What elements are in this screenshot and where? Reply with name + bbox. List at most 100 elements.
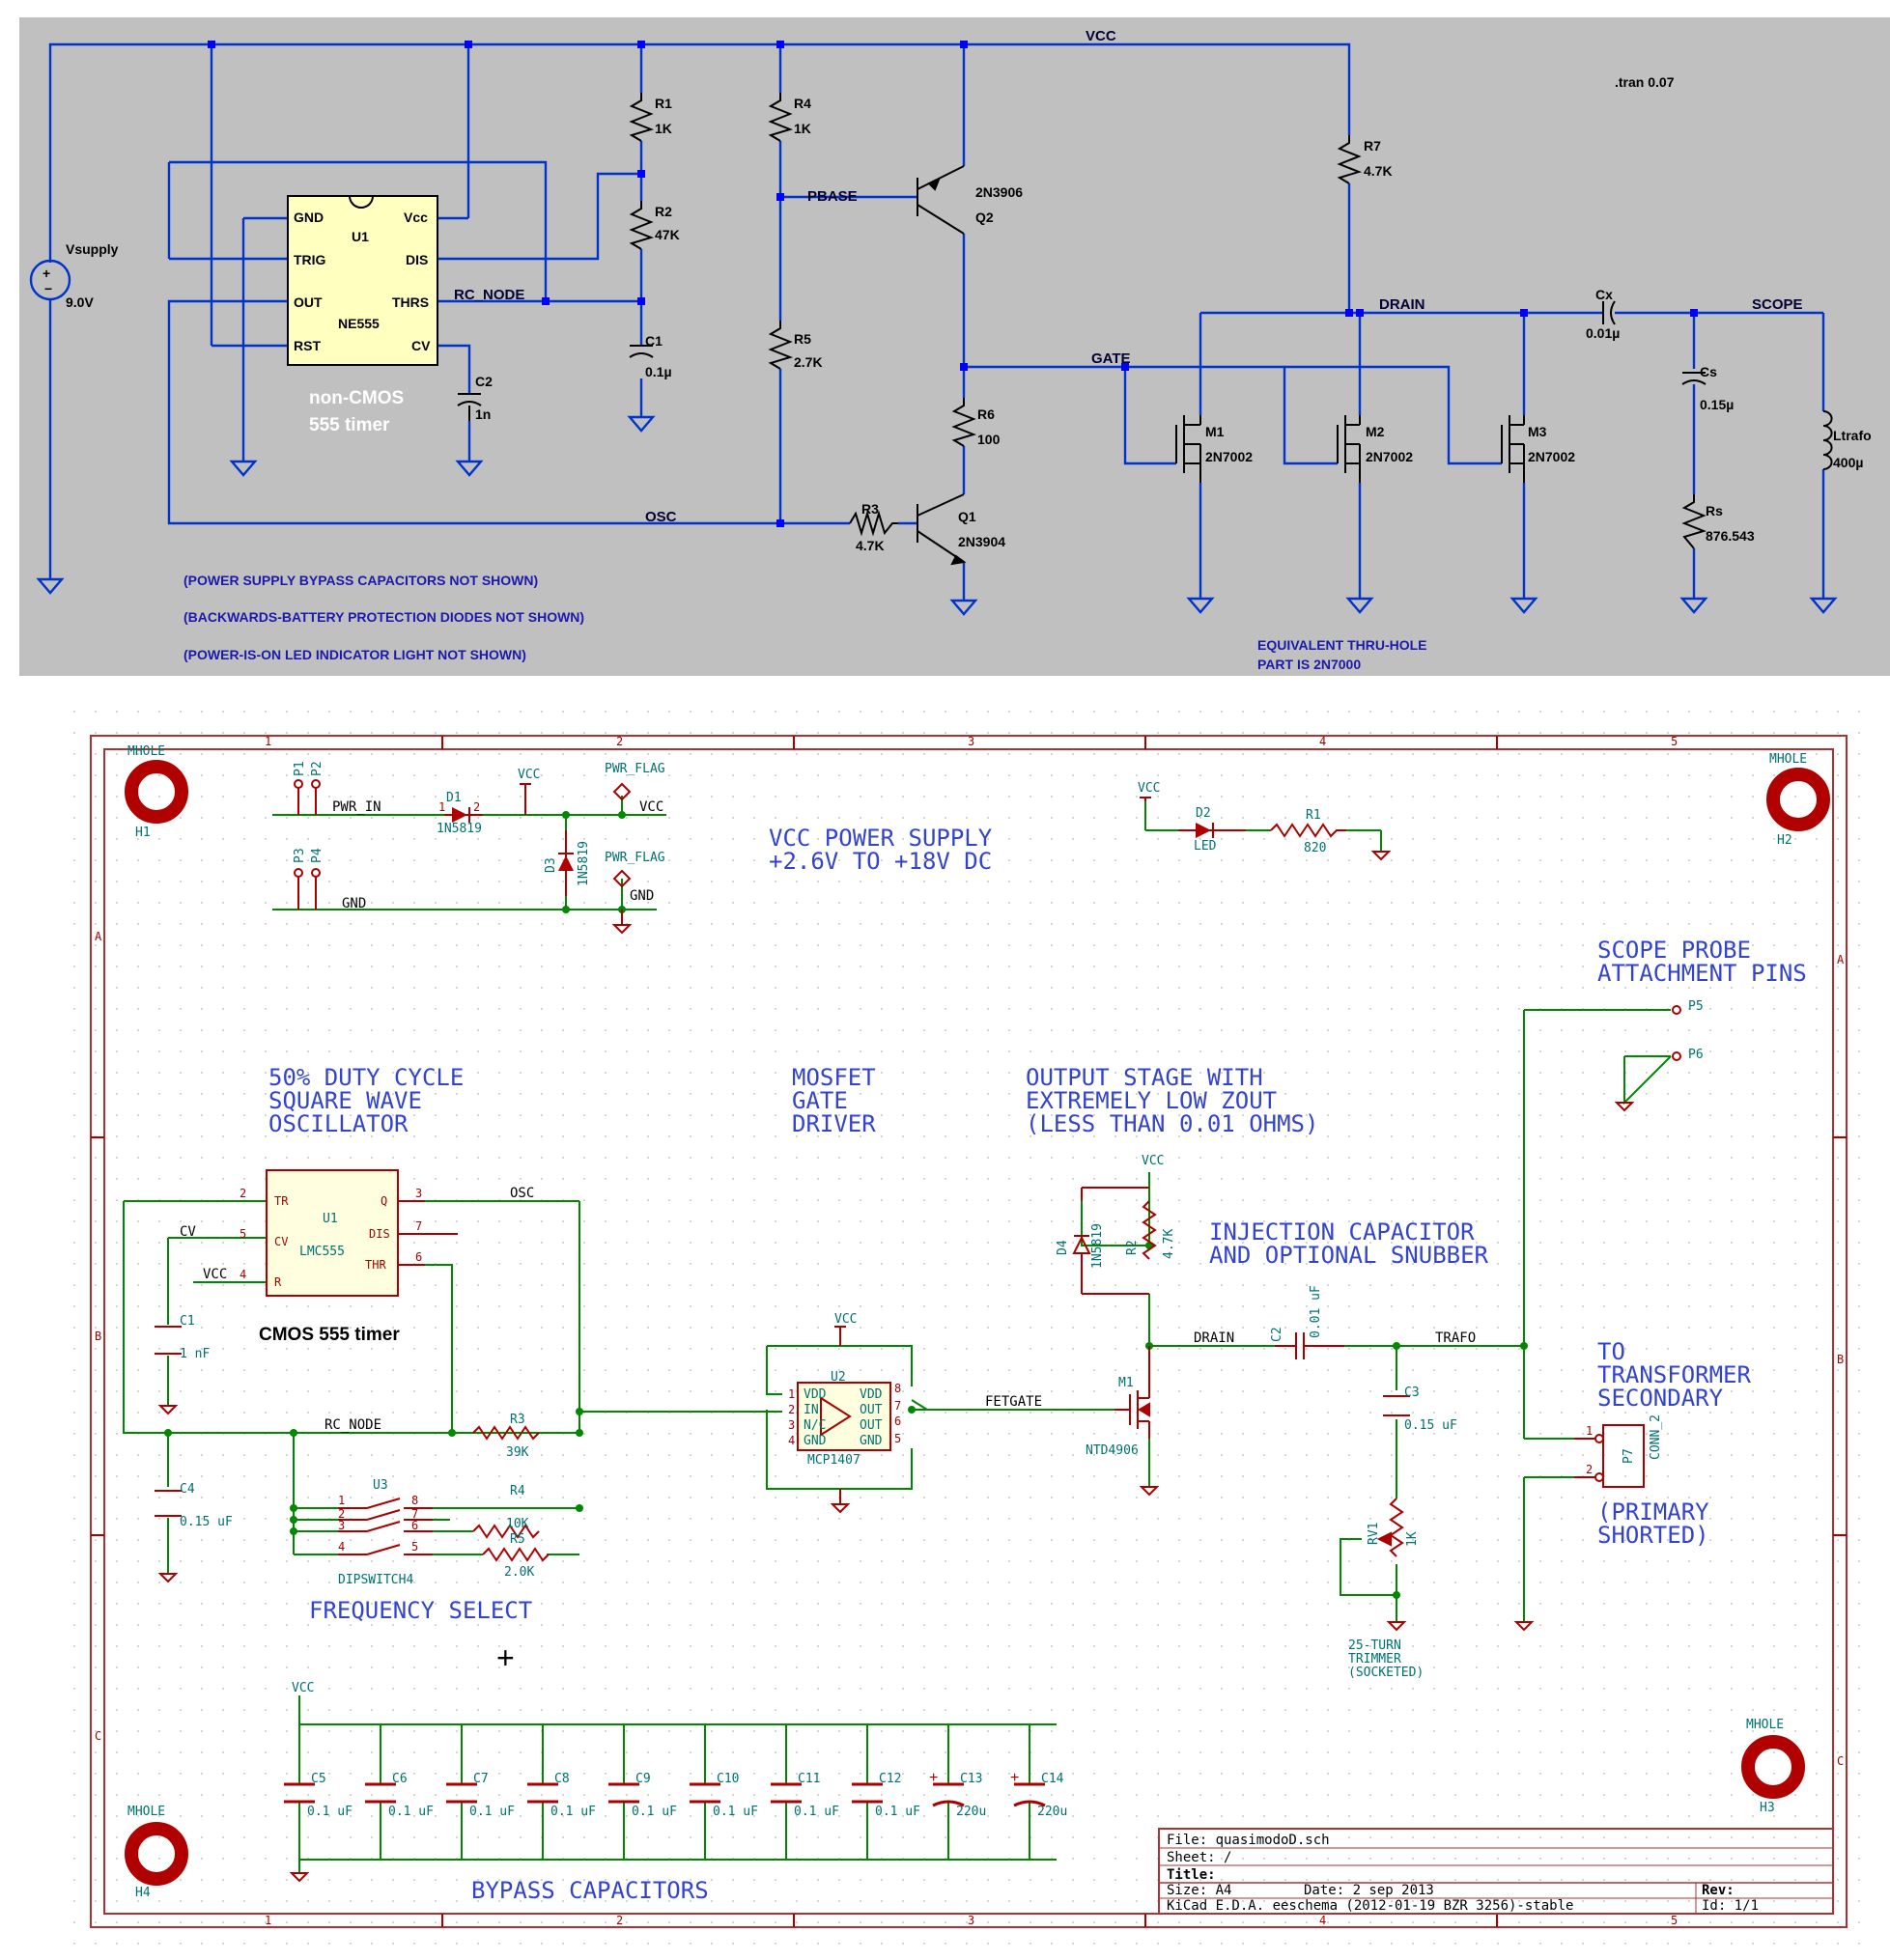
dip-pin-6: 6 [411, 1519, 418, 1532]
net-gnd-out: GND [630, 888, 654, 904]
r1-led-ref: R1 [1306, 808, 1321, 823]
p7-connector [1513, 1424, 1645, 1632]
gnd-symbols [611, 910, 633, 935]
net-drain-kicad: DRAIN [1194, 1330, 1234, 1346]
r5-val: 2.7K [794, 354, 823, 370]
ne555-ref: U1 [352, 229, 369, 244]
d1-ref: D1 [446, 791, 462, 805]
r3-val: 4.7K [856, 538, 885, 553]
u2-vcc-label: VCC [834, 1312, 857, 1327]
c1-kicad-ref: C1 [180, 1314, 195, 1329]
u2-pin-l1: VDD [804, 1387, 827, 1402]
rv1-ref: RV1 [1367, 1523, 1381, 1545]
snubber-vcc-label: VCC [1142, 1154, 1164, 1168]
bypass-cap-value: 0.1 uF [794, 1805, 839, 1819]
c1-val: 0.1µ [645, 364, 672, 379]
ne555-pin-thrs: THRS [392, 294, 429, 310]
driver-title-2: GATE [792, 1087, 848, 1114]
bypass-cap-ref: C8 [554, 1772, 570, 1786]
snubber [1072, 1187, 1157, 1295]
bypass-ground-symbol [289, 1872, 310, 1883]
mcp1407-chip [797, 1382, 891, 1451]
net-drain: DRAIN [1379, 296, 1425, 313]
cmos-caption: CMOS 555 timer [259, 1325, 400, 1345]
ne555-pin-dis: DIS [406, 252, 428, 267]
frame-col-4b: 4 [1319, 1914, 1326, 1927]
ltrafo-val: 400µ [1833, 455, 1863, 470]
rs-val: 876.543 [1706, 528, 1755, 544]
frame-row-c: C [95, 1729, 101, 1743]
frame-row-b: B [95, 1330, 101, 1343]
mhole-label-1: MHOLE [127, 744, 165, 759]
kicad-frame-outer [90, 735, 1848, 1928]
bypass-vcc-label: VCC [292, 1681, 314, 1695]
m1-part: 2N7002 [1205, 449, 1253, 464]
frame-col-2b: 2 [616, 1914, 623, 1927]
r6-ref: R6 [977, 406, 995, 422]
title-sheet: Sheet: / [1167, 1850, 1231, 1865]
dip-pin-1: 1 [338, 1494, 345, 1507]
c2-val: 1n [475, 406, 491, 422]
u2-pinnum-3: 3 [788, 1418, 795, 1432]
r4-kicad-val: 10K [506, 1517, 529, 1531]
cs-val: 0.15µ [1700, 397, 1734, 412]
frame-col-5b: 5 [1671, 1914, 1678, 1927]
svg-text:+: + [42, 266, 50, 281]
d1-diode [444, 807, 483, 823]
lmc555-pinnum-2: 2 [240, 1187, 246, 1200]
lmc555-ref: U1 [323, 1212, 338, 1226]
p6-label: P6 [1688, 1048, 1704, 1062]
u2-pinnum-7: 7 [894, 1399, 901, 1413]
r4-ref: R4 [794, 96, 811, 111]
net-vcc: VCC [1086, 28, 1116, 44]
mounting-holes [125, 760, 1830, 1886]
lmc555-pins [398, 1200, 458, 1266]
kicad-wires [123, 796, 1672, 1873]
ltrafo-ref: Ltrafo [1833, 428, 1872, 443]
rv1-trimmer [1376, 1498, 1407, 1632]
c3-kicad-ref: C3 [1404, 1386, 1420, 1400]
ntd4906-mosfet [1114, 1346, 1160, 1497]
ltspice-schematic: + − Vsupply 9.0V GND TRIG OUT RST Vcc DI… [19, 17, 1890, 676]
r3-kicad-ref: R3 [510, 1413, 525, 1427]
net-rc-node-kicad: RC_NODE [324, 1417, 381, 1433]
d1-part: 1N5819 [437, 822, 482, 836]
voltage-source-symbol [29, 259, 71, 301]
rs-ref: Rs [1706, 503, 1723, 518]
u2-pin-l3: N/C [804, 1418, 826, 1433]
lmc555-pinnum-4: 4 [240, 1268, 246, 1281]
vsupply-value: 9.0V [66, 294, 94, 310]
p7-pin2: 2 [1586, 1463, 1593, 1476]
frame-row-a: A [95, 930, 102, 943]
bypass-cap-value: 0.1 uF [469, 1805, 515, 1819]
bypass-cap-ref: C11 [798, 1772, 820, 1786]
tran-directive: .tran 0.07 [1615, 74, 1675, 90]
vsupply-label: Vsupply [66, 241, 119, 257]
r1-led-val: 820 [1304, 841, 1326, 855]
scope-title-1: SCOPE PROBE [1597, 937, 1751, 964]
note-bypass: (POWER SUPPLY BYPASS CAPACITORS NOT SHOW… [183, 573, 538, 588]
c2-injection-cap [1275, 1332, 1344, 1359]
bypass-capacitor: C50.1 uF [284, 1772, 353, 1819]
net-rc-node: RC_NODE [454, 287, 524, 303]
frame-col-3b: 3 [968, 1914, 974, 1927]
cx-ref: Cx [1595, 287, 1613, 302]
title-rev: Rev: [1702, 1883, 1735, 1898]
c1-kicad-val: 1 nF [180, 1347, 210, 1361]
bypass-cap-ref: C9 [635, 1772, 651, 1786]
kicad-frame-inner [103, 748, 1834, 1915]
net-osc-kicad: OSC [510, 1186, 534, 1201]
d4-part: 1N5819 [1090, 1223, 1105, 1269]
inj-title-2: AND OPTIONAL SNUBBER [1209, 1242, 1489, 1269]
net-osc: OSC [645, 509, 677, 525]
crosshair: + [496, 1640, 515, 1675]
ne555-part: NE555 [338, 316, 380, 331]
frame-col-5: 5 [1671, 735, 1678, 748]
lmc555-pinnum-7: 7 [415, 1219, 422, 1233]
m2-part: 2N7002 [1366, 449, 1413, 464]
note-protection: (BACKWARDS-BATTERY PROTECTION DIODES NOT… [183, 609, 584, 625]
c4-kicad-ref: C4 [180, 1482, 195, 1497]
r3-kicad-val: 39K [506, 1445, 529, 1460]
u2-ref: U2 [831, 1370, 846, 1385]
